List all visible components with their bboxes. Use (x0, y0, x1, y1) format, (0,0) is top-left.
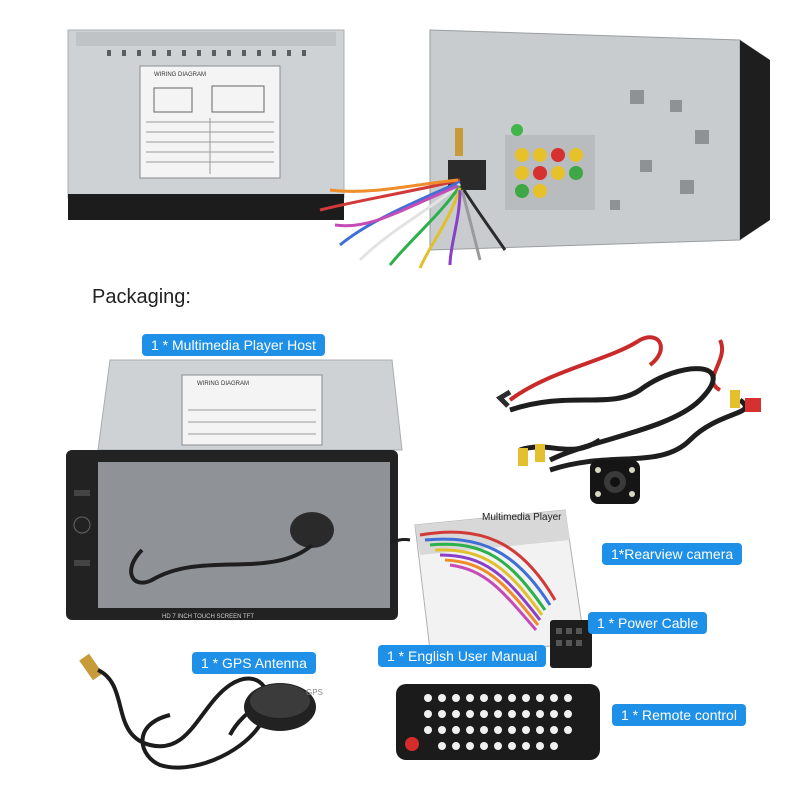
rearview-camera-photo (495, 335, 761, 504)
unit-rear-view-photo (319, 29, 770, 269)
remote-control-photo (396, 684, 600, 760)
user-manual-label: 1 * English User Manual (378, 645, 547, 667)
gps-marking-text: GPS (306, 688, 323, 697)
user-manual-and-power-cable-photo: Multimedia Player (390, 509, 592, 668)
power-cable-label: 1 * Power Cable (588, 612, 708, 634)
wiring-diagram-title-top: WIRING DIAGRAM (154, 72, 206, 78)
remote-buttons-grid (424, 694, 572, 750)
unit-top-view-photo: WIRING DIAGRAM (67, 29, 345, 220)
gps-antenna-label: 1 * GPS Antenna (192, 652, 316, 674)
gps-antenna-photo: GPS (79, 653, 323, 770)
manual-title-text: Multimedia Player (482, 512, 562, 523)
host-bezel-model-text: HD 7 INCH TOUCH SCREEN TFT (162, 614, 254, 620)
wiring-diagram-title-host: WIRING DIAGRAM (197, 381, 249, 387)
multimedia-player-host-label: 1 * Multimedia Player Host (142, 334, 325, 356)
packaging-heading: Packaging: (92, 286, 191, 308)
remote-control-label: 1 * Remote control (612, 704, 746, 726)
multimedia-player-host-photo: WIRING DIAGRAM HD 7 INCH TOUCH SCREEN TF… (66, 359, 403, 620)
rearview-camera-label: 1*Rearview camera (602, 543, 743, 565)
remote-power-button-icon (405, 737, 419, 751)
